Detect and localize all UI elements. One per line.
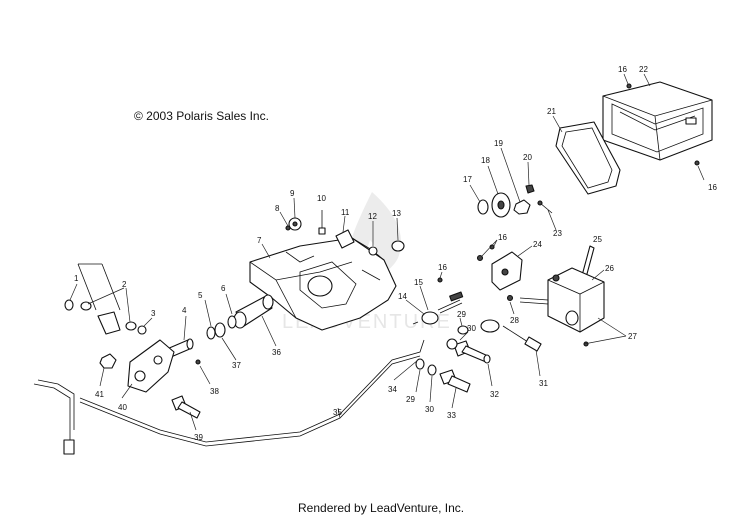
bolt-16-right bbox=[694, 160, 700, 166]
bolt-16-mid bbox=[437, 277, 443, 283]
bushing-3 bbox=[137, 325, 147, 335]
callout-5: 5 bbox=[198, 291, 203, 300]
bolt-23 bbox=[537, 200, 553, 214]
callout-16-bracket: 16 bbox=[498, 233, 507, 242]
callout-29-lower: 29 bbox=[406, 395, 415, 404]
callout-38: 38 bbox=[210, 387, 219, 396]
callout-28: 28 bbox=[510, 316, 519, 325]
callout-34: 34 bbox=[388, 385, 397, 394]
link-rod bbox=[77, 263, 121, 335]
gasket bbox=[555, 121, 621, 195]
switch-14 bbox=[412, 291, 464, 325]
callout-22: 22 bbox=[639, 65, 648, 74]
callout-10: 10 bbox=[317, 194, 326, 203]
callout-12: 12 bbox=[368, 212, 377, 221]
callout-41: 41 bbox=[95, 390, 104, 399]
bushing-13 bbox=[391, 240, 405, 252]
bolt-32 bbox=[453, 340, 491, 364]
bracket-11 bbox=[335, 229, 355, 249]
callout-2: 2 bbox=[122, 280, 127, 289]
callout-21: 21 bbox=[547, 107, 556, 116]
screw-28 bbox=[506, 294, 514, 302]
callout-33: 33 bbox=[447, 411, 456, 420]
callout-26: 26 bbox=[605, 264, 614, 273]
callout-17: 17 bbox=[463, 175, 472, 184]
callout-36: 36 bbox=[272, 348, 281, 357]
callout-6: 6 bbox=[221, 284, 226, 293]
footer-credit: Rendered by LeadVenture, Inc. bbox=[298, 501, 464, 515]
callout-4: 4 bbox=[182, 306, 187, 315]
bearing-9-hole bbox=[292, 221, 298, 227]
nut-12 bbox=[368, 246, 378, 256]
battery-box bbox=[602, 81, 713, 161]
callout-27: 27 bbox=[628, 332, 637, 341]
callout-35: 35 bbox=[333, 408, 342, 417]
callout-37: 37 bbox=[232, 361, 241, 370]
callout-20: 20 bbox=[523, 153, 532, 162]
callout-15: 15 bbox=[414, 278, 423, 287]
actuator-motor bbox=[519, 267, 605, 347]
callout-31: 31 bbox=[539, 379, 548, 388]
callout-23: 23 bbox=[553, 229, 562, 238]
callouts: 1 2 3 4 5 6 7 8 9 10 11 12 13 bbox=[69, 65, 717, 442]
callout-1: 1 bbox=[74, 274, 79, 283]
shift-cable-35 bbox=[33, 339, 425, 455]
callout-9: 9 bbox=[290, 189, 295, 198]
callout-32: 32 bbox=[490, 390, 499, 399]
washers-center bbox=[415, 338, 458, 376]
callout-39: 39 bbox=[194, 433, 203, 442]
callout-18: 18 bbox=[481, 156, 490, 165]
washer-5 bbox=[206, 326, 216, 340]
callout-30-upper: 30 bbox=[467, 324, 476, 333]
pin-8 bbox=[285, 225, 291, 231]
callout-13: 13 bbox=[392, 209, 401, 218]
pulley-assembly bbox=[477, 184, 535, 218]
callout-8: 8 bbox=[275, 204, 280, 213]
washer-1 bbox=[64, 299, 74, 311]
callout-25: 25 bbox=[593, 235, 602, 244]
cable-end-31 bbox=[502, 325, 542, 352]
callout-7: 7 bbox=[257, 236, 262, 245]
callout-14: 14 bbox=[398, 292, 407, 301]
callout-40: 40 bbox=[118, 403, 127, 412]
bolt-10 bbox=[318, 210, 326, 235]
callout-3: 3 bbox=[151, 309, 156, 318]
callout-16-right: 16 bbox=[708, 183, 717, 192]
nut-41 bbox=[99, 353, 117, 369]
copyright-text: © 2003 Polaris Sales Inc. bbox=[134, 109, 269, 123]
callout-16-mid: 16 bbox=[438, 263, 447, 272]
callout-16-top: 16 bbox=[618, 65, 627, 74]
cylinder-36 bbox=[233, 294, 274, 329]
bolt-16-top bbox=[626, 83, 632, 89]
washer-2b bbox=[125, 321, 137, 331]
collar-29 bbox=[457, 319, 500, 335]
callout-11: 11 bbox=[341, 208, 350, 217]
bolt-39 bbox=[171, 395, 201, 419]
washer-37 bbox=[214, 322, 226, 338]
screw-38 bbox=[195, 359, 201, 365]
bolt-33 bbox=[439, 369, 471, 393]
callout-24: 24 bbox=[533, 240, 542, 249]
bracket-24 bbox=[476, 244, 523, 291]
callout-30-lower: 30 bbox=[425, 405, 434, 414]
callout-29-upper: 29 bbox=[457, 310, 466, 319]
washer-6 bbox=[227, 315, 237, 329]
callout-19: 19 bbox=[494, 139, 503, 148]
lever-arm-40 bbox=[127, 339, 175, 393]
